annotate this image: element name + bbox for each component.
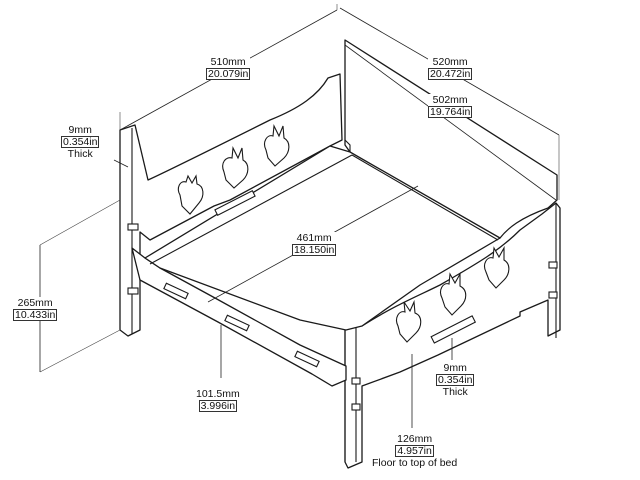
rabbit-head-cutout-icon xyxy=(484,245,510,289)
tab-left-2 xyxy=(127,287,139,295)
label-floor-to-top: 126mm 4.957in Floor to top of bed xyxy=(372,433,458,469)
tab-left-1 xyxy=(127,223,139,231)
rabbit-head-cutout-icon xyxy=(440,271,467,316)
label-overall-depth: 520mm 20.472in xyxy=(428,56,473,80)
label-floor-clearance: 101.5mm 3.996in xyxy=(196,388,240,412)
label-inner-width: 461mm 18.150in xyxy=(292,232,337,256)
rabbit-head-cutout-icon xyxy=(264,124,290,167)
slot-1 xyxy=(163,282,189,300)
slot-right xyxy=(430,315,477,344)
label-height: 265mm 10.433in xyxy=(13,297,58,321)
label-thickness-right: 9mm 0.354in Thick xyxy=(436,362,475,398)
label-thickness-left: 9mm 0.354in Thick xyxy=(61,124,100,160)
dim-inner-depth xyxy=(344,44,557,201)
slot-3 xyxy=(294,350,320,368)
label-overall-width: 510mm 20.079in xyxy=(206,56,251,80)
dim-thickness-left xyxy=(113,159,129,168)
rabbit-head-cutout-icon xyxy=(396,299,422,343)
label-inner-depth: 502mm 19.764in xyxy=(428,94,473,118)
tab-right-2 xyxy=(548,291,558,299)
tab-right-3 xyxy=(351,377,361,385)
slot-back xyxy=(214,190,256,216)
rabbit-head-cutout-icon xyxy=(177,174,204,215)
rabbit-head-cutout-icon xyxy=(222,146,249,189)
slot-2 xyxy=(224,314,250,332)
tab-right-1 xyxy=(548,261,558,269)
tab-right-4 xyxy=(351,403,361,411)
